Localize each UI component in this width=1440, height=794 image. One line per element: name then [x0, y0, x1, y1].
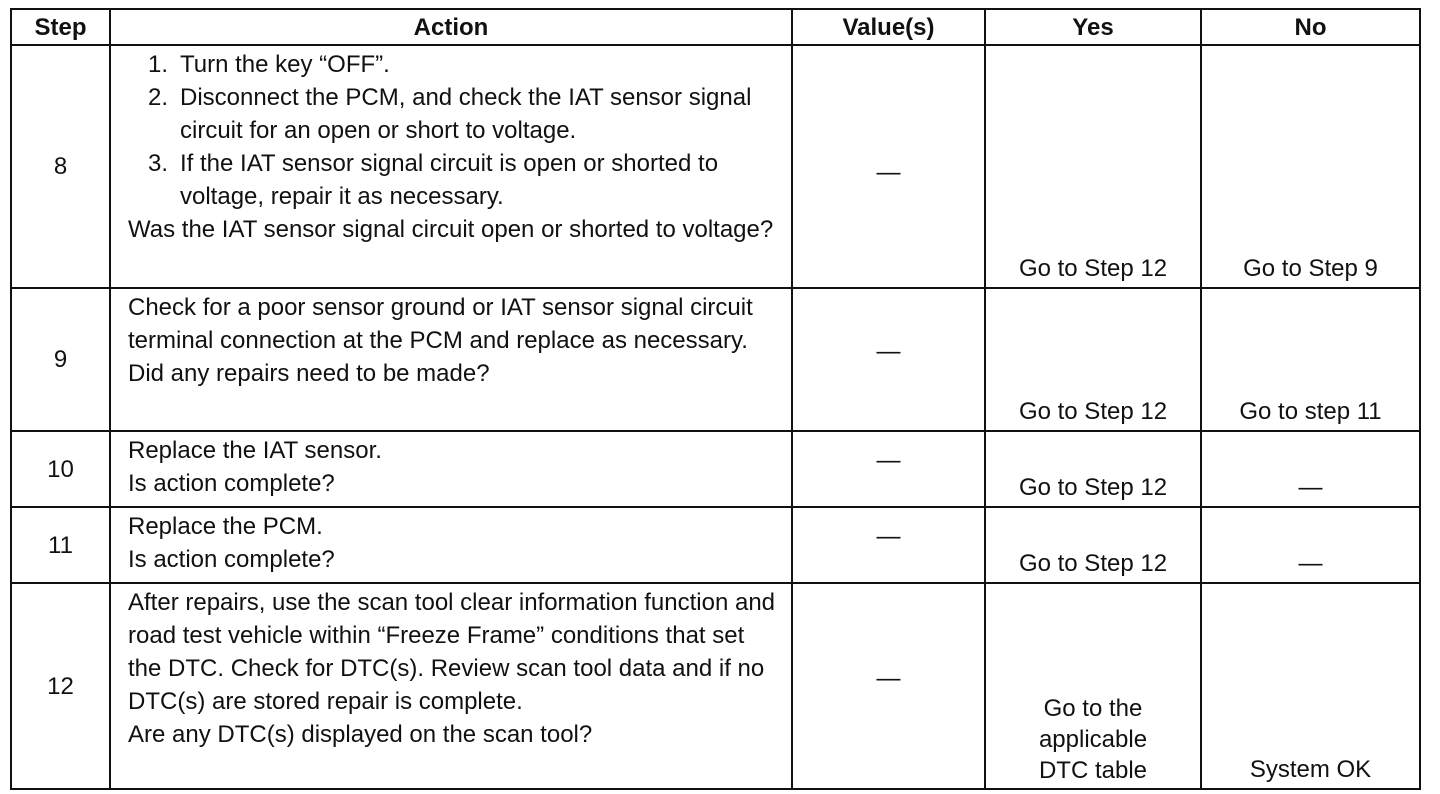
action-step-text: Turn the key “OFF”. [180, 51, 390, 78]
value-cell: — [791, 430, 986, 508]
step-number: 10 [10, 430, 111, 508]
yes-result: Go to the applicable DTC table [984, 582, 1202, 790]
action-step-item: 3. If the IAT sensor signal circuit is o… [128, 147, 781, 213]
value-dash: — [876, 159, 901, 186]
no-result: System OK [1200, 582, 1421, 790]
action-step-number: 1. [148, 51, 169, 78]
table-row-step-12: 12 After repairs, use the scan tool clea… [10, 582, 1421, 790]
header-step: Step [10, 8, 111, 46]
step-number: 9 [10, 287, 111, 432]
action-text: After repairs, use the scan tool clear i… [128, 589, 776, 715]
step-number: 11 [10, 506, 111, 584]
value-dash: — [876, 665, 901, 692]
value-cell: — [791, 44, 986, 289]
action-question: Did any repairs need to be made? [128, 360, 490, 387]
table-row-step-11: 11 Replace the PCM. Is action complete? … [10, 506, 1421, 584]
step-number: 8 [10, 44, 111, 289]
value-cell: — [791, 582, 986, 790]
yes-result: Go to Step 12 [984, 44, 1202, 289]
action-step-number: 3. [148, 150, 169, 177]
no-result: — [1200, 506, 1421, 584]
header-row: Step Action Value(s) Yes No [10, 8, 1421, 46]
yes-result-line: DTC table [1038, 757, 1148, 784]
action-text: Check for a poor sensor ground or IAT se… [128, 294, 753, 354]
table-row-step-8: 8 1. Turn the key “OFF”. 2. Disconnect t… [10, 44, 1421, 289]
action-step-text: Disconnect the PCM, and check the IAT se… [180, 84, 752, 144]
action-question: Are any DTC(s) displayed on the scan too… [128, 721, 593, 748]
no-result: Go to Step 9 [1200, 44, 1421, 289]
action-cell: 1. Turn the key “OFF”. 2. Disconnect the… [109, 44, 793, 289]
header-yes: Yes [984, 8, 1202, 46]
action-cell: Replace the PCM. Is action complete? [109, 506, 793, 584]
action-cell: After repairs, use the scan tool clear i… [109, 582, 793, 790]
action-question: Is action complete? [128, 470, 335, 497]
value-dash: — [876, 447, 901, 474]
value-dash: — [876, 338, 901, 365]
diagnostic-table: Step Action Value(s) Yes No 8 1. Turn th… [10, 8, 1421, 790]
action-steps-list: 1. Turn the key “OFF”. 2. Disconnect the… [128, 48, 781, 213]
yes-result: Go to Step 12 [984, 430, 1202, 508]
yes-result: Go to Step 12 [984, 287, 1202, 432]
action-question: Was the IAT sensor signal circuit open o… [128, 216, 774, 243]
header-values: Value(s) [791, 8, 986, 46]
action-text: Replace the PCM. [128, 513, 323, 540]
action-step-text: If the IAT sensor signal circuit is open… [180, 150, 719, 210]
yes-result-line: Go to the [1043, 695, 1143, 722]
action-step-item: 2. Disconnect the PCM, and check the IAT… [128, 81, 781, 147]
action-step-number: 2. [148, 84, 169, 111]
value-cell: — [791, 287, 986, 432]
no-result: — [1200, 430, 1421, 508]
value-cell: — [791, 506, 986, 584]
value-dash: — [876, 523, 901, 550]
table-row-step-10: 10 Replace the IAT sensor. Is action com… [10, 430, 1421, 508]
no-result: Go to step 11 [1200, 287, 1421, 432]
action-cell: Check for a poor sensor ground or IAT se… [109, 287, 793, 432]
yes-result: Go to Step 12 [984, 506, 1202, 584]
action-text: Replace the IAT sensor. [128, 437, 382, 464]
header-action: Action [109, 8, 793, 46]
action-step-item: 1. Turn the key “OFF”. [128, 48, 781, 81]
yes-result-line: applicable [1038, 726, 1148, 753]
action-cell: Replace the IAT sensor. Is action comple… [109, 430, 793, 508]
header-no: No [1200, 8, 1421, 46]
step-number: 12 [10, 582, 111, 790]
table-row-step-9: 9 Check for a poor sensor ground or IAT … [10, 287, 1421, 432]
action-question: Is action complete? [128, 546, 335, 573]
